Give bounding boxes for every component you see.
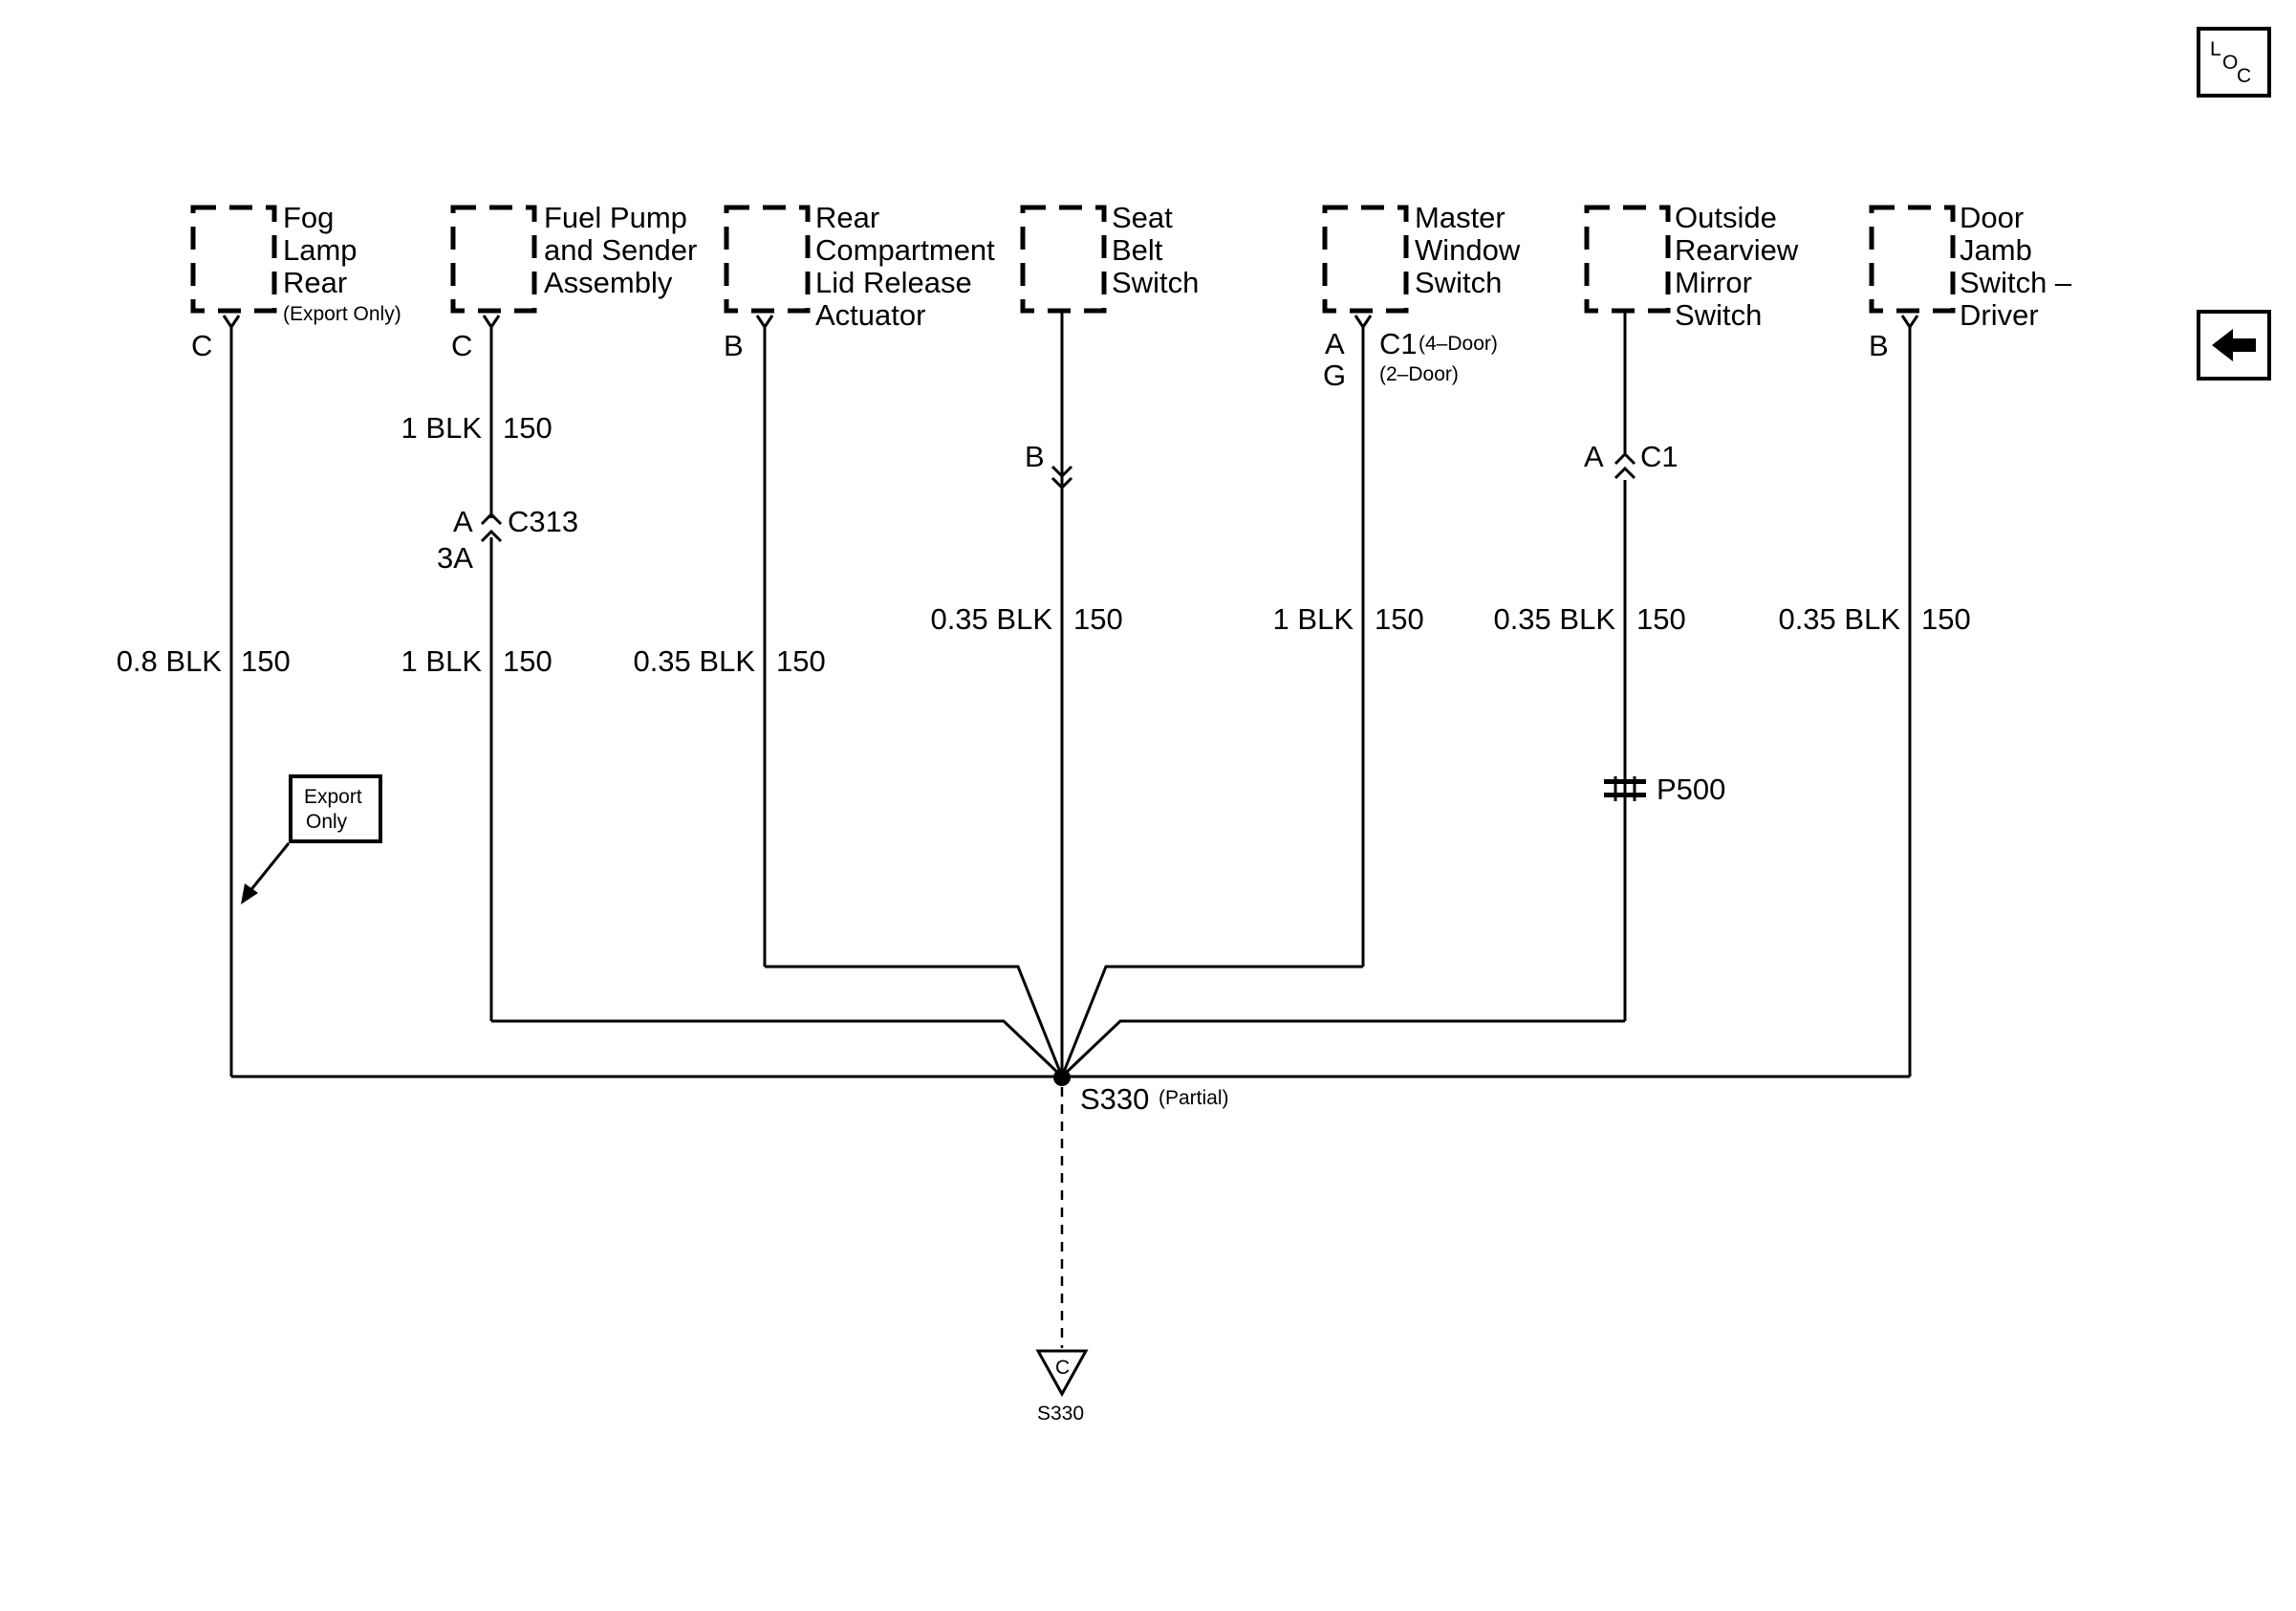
svg-text:Jamb: Jamb bbox=[1960, 233, 2032, 267]
master-conn-note-2door: (2–Door) bbox=[1379, 363, 1459, 385]
rear-wire-circuit: 150 bbox=[776, 644, 826, 678]
fog-wire-circuit: 150 bbox=[241, 644, 291, 678]
c313-pin-3a: 3A bbox=[437, 541, 473, 575]
mirror-switch-box bbox=[1584, 205, 1671, 314]
door-wire-circuit: 150 bbox=[1921, 602, 1971, 636]
ground-letter: C bbox=[1055, 1357, 1070, 1379]
master-wire-circuit: 150 bbox=[1375, 602, 1424, 636]
svg-text:Switch: Switch bbox=[1415, 266, 1502, 299]
seat-connector bbox=[1051, 465, 1073, 490]
svg-text:Actuator: Actuator bbox=[815, 298, 925, 332]
seat-belt-label: Seat Belt Switch bbox=[1112, 201, 1199, 299]
svg-text:Master: Master bbox=[1415, 201, 1505, 234]
svg-text:Outside: Outside bbox=[1675, 201, 1777, 234]
svg-text:Assembly: Assembly bbox=[544, 266, 673, 299]
fog-lamp-label: Fog Lamp Rear (Export Only) bbox=[283, 201, 401, 325]
ground-name: S330 bbox=[1037, 1403, 1084, 1425]
svg-text:L: L bbox=[2210, 38, 2221, 60]
export-only-arrow bbox=[241, 842, 291, 904]
svg-text:Fog: Fog bbox=[283, 201, 334, 234]
svg-text:O: O bbox=[2222, 52, 2238, 74]
mirror-switch-label: Outside Rearview Mirror Switch bbox=[1675, 201, 1799, 332]
svg-text:Mirror: Mirror bbox=[1675, 266, 1752, 299]
loc-icon[interactable]: L O C bbox=[2197, 27, 2271, 98]
svg-text:Rear: Rear bbox=[283, 266, 347, 299]
master-window-switch-box bbox=[1322, 205, 1409, 314]
splice-dot bbox=[1053, 1069, 1071, 1086]
splice-note: (Partial) bbox=[1159, 1087, 1229, 1109]
c313-connector bbox=[480, 512, 503, 543]
seat-wire-circuit: 150 bbox=[1073, 602, 1123, 636]
svg-text:and Sender: and Sender bbox=[544, 233, 697, 267]
door-jamb-label: Door Jamb Switch – Driver bbox=[1960, 201, 2072, 332]
harness-bus bbox=[231, 965, 1910, 1078]
export-only-line2: Only bbox=[306, 811, 348, 833]
svg-text:Switch –: Switch – bbox=[1960, 266, 2072, 299]
door-wire-gauge: 0.35 BLK bbox=[1778, 602, 1900, 636]
fuel-pin: C bbox=[451, 329, 472, 362]
seat-wire-gauge: 0.35 BLK bbox=[930, 602, 1052, 636]
svg-text:Rear: Rear bbox=[815, 201, 879, 234]
p500-label: P500 bbox=[1657, 773, 1725, 806]
seat-belt-switch-box bbox=[1020, 205, 1107, 314]
master-window-label: Master Window Switch bbox=[1415, 201, 1521, 299]
svg-text:Lid Release: Lid Release bbox=[815, 266, 972, 299]
export-only-box bbox=[289, 774, 382, 843]
svg-text:Rearview: Rearview bbox=[1675, 233, 1799, 267]
svg-text:Compartment: Compartment bbox=[815, 233, 995, 267]
svg-text:Driver: Driver bbox=[1960, 298, 2039, 332]
master-pin-a: A bbox=[1325, 327, 1345, 360]
mirror-connector bbox=[1614, 451, 1636, 480]
rear-pin: B bbox=[724, 329, 744, 362]
svg-text:(Export Only): (Export Only) bbox=[283, 303, 401, 325]
master-conn-note-4door: (4–Door) bbox=[1419, 333, 1498, 355]
rear-compartment-label: Rear Compartment Lid Release Actuator bbox=[815, 201, 995, 332]
svg-text:Switch: Switch bbox=[1112, 266, 1199, 299]
fuel-lower-gauge: 1 BLK bbox=[401, 644, 483, 678]
svg-text:Window: Window bbox=[1415, 233, 1521, 267]
svg-text:Belt: Belt bbox=[1112, 233, 1163, 267]
fuel-pump-label: Fuel Pump and Sender Assembly bbox=[544, 201, 697, 299]
fog-wire-gauge: 0.8 BLK bbox=[117, 644, 223, 678]
p500-symbol bbox=[1604, 776, 1646, 801]
mirror-connector-pin: A bbox=[1584, 440, 1604, 473]
svg-text:Lamp: Lamp bbox=[283, 233, 357, 267]
master-wire-gauge: 1 BLK bbox=[1273, 602, 1354, 636]
ground-triangle bbox=[1035, 1349, 1089, 1398]
door-pin: B bbox=[1869, 329, 1889, 362]
master-conn: C1 bbox=[1379, 327, 1418, 360]
rear-compartment-box bbox=[724, 205, 811, 314]
fuel-upper-gauge: 1 BLK bbox=[401, 411, 483, 445]
back-arrow-icon[interactable] bbox=[2197, 310, 2271, 381]
c313-name: C313 bbox=[508, 505, 578, 538]
fog-lamp-rear-box bbox=[190, 205, 277, 314]
rear-wire-gauge: 0.35 BLK bbox=[633, 644, 755, 678]
export-only-line1: Export bbox=[304, 786, 362, 808]
svg-text:Seat: Seat bbox=[1112, 201, 1173, 234]
svg-text:Fuel Pump: Fuel Pump bbox=[544, 201, 687, 234]
svg-text:C: C bbox=[2237, 65, 2251, 87]
wire-runs bbox=[229, 311, 1912, 1077]
splice-name: S330 bbox=[1080, 1082, 1149, 1116]
master-pin-g: G bbox=[1323, 359, 1346, 392]
seat-connector-pin: B bbox=[1025, 440, 1045, 473]
fuel-lower-circuit: 150 bbox=[503, 644, 552, 678]
fuel-upper-circuit: 150 bbox=[503, 411, 552, 445]
door-jamb-switch-box bbox=[1869, 205, 1956, 314]
fog-pin: C bbox=[191, 329, 212, 362]
terminal-marks bbox=[222, 315, 1919, 330]
fuel-pump-box bbox=[450, 205, 537, 314]
c313-pin-a: A bbox=[453, 505, 473, 538]
svg-text:Switch: Switch bbox=[1675, 298, 1762, 332]
mirror-wire-gauge: 0.35 BLK bbox=[1493, 602, 1615, 636]
svg-text:Door: Door bbox=[1960, 201, 2024, 234]
mirror-wire-circuit: 150 bbox=[1636, 602, 1686, 636]
mirror-connector-name: C1 bbox=[1640, 440, 1679, 473]
